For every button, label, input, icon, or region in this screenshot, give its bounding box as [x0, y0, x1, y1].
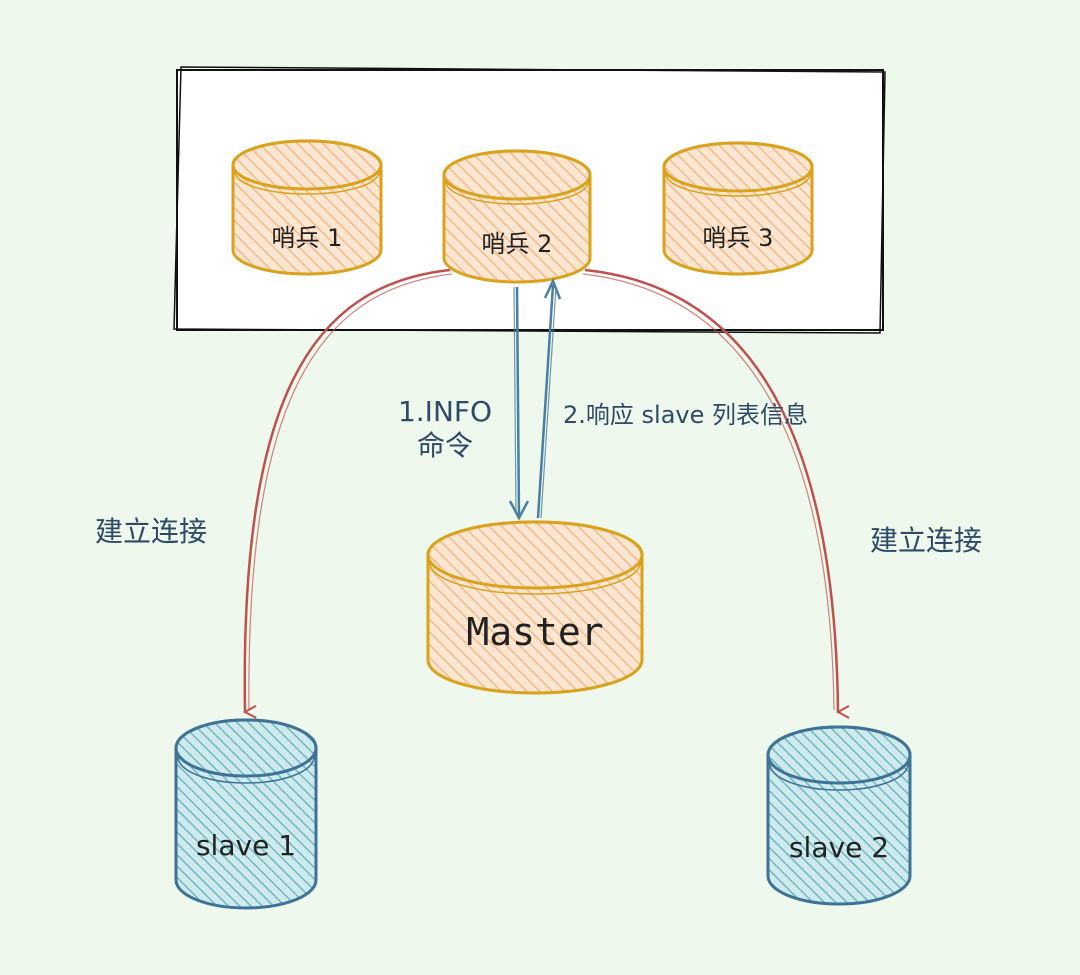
sentinel-2-label: 哨兵 2 — [482, 230, 553, 258]
info-command-label-line2: 命令 — [417, 429, 473, 462]
sentinel-3-node: 哨兵 3 — [662, 141, 814, 276]
info-command-arrow — [508, 286, 530, 521]
master-label: Master — [466, 610, 603, 654]
slave-2-label: slave 2 — [789, 831, 889, 864]
connect-arrow-right — [584, 268, 838, 712]
sentinel-1-node: 哨兵 1 — [231, 139, 383, 276]
sentinel-1-label: 哨兵 1 — [272, 224, 343, 252]
slave-1-label: slave 1 — [196, 829, 296, 862]
info-command-label-line1: 1.INFO — [398, 395, 492, 428]
connect-arrow-left — [245, 268, 451, 712]
slave-2-node: slave 2 — [766, 725, 912, 906]
connect-arrow-left-sketch — [248, 273, 453, 711]
connect-arrow-right-sketch — [582, 273, 835, 711]
response-label: 2.响应 slave 列表信息 — [563, 401, 808, 429]
sentinel-2-node: 哨兵 2 — [442, 149, 592, 284]
connect-left-label: 建立连接 — [95, 515, 207, 548]
sentinel-3-label: 哨兵 3 — [703, 224, 774, 252]
master-node: Master — [426, 520, 644, 695]
response-arrow — [536, 277, 562, 519]
slave-1-node: slave 1 — [174, 718, 318, 910]
connect-right-label: 建立连接 — [870, 524, 982, 557]
